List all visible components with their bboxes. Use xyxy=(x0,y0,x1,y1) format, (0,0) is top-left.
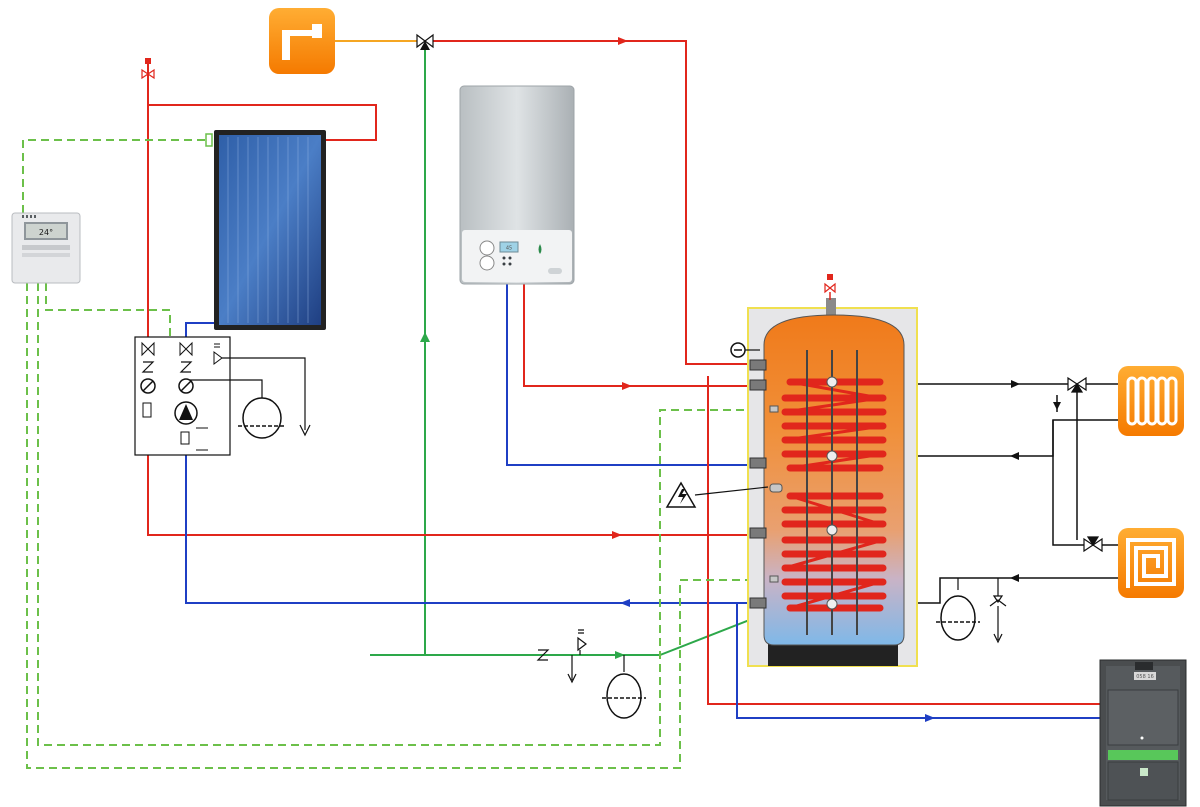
flow-arrow xyxy=(420,332,430,342)
faucet-icon[interactable] xyxy=(269,8,335,74)
flow-arrow xyxy=(618,37,628,45)
flow-arrow xyxy=(1010,574,1019,582)
solar-return-pipe xyxy=(185,322,770,604)
flow-arrow xyxy=(612,531,622,539)
solar-controller: 24° xyxy=(11,212,81,284)
stove-flow-pipe xyxy=(707,376,1100,705)
electric-heater-icon xyxy=(665,481,769,508)
stove-display: 058 16 xyxy=(1136,674,1154,680)
boiler-flow-pipe xyxy=(523,283,770,387)
boiler-return-pipe xyxy=(506,283,770,466)
solar-hot-pipe xyxy=(148,104,377,141)
bypass-pipe xyxy=(1052,420,1084,546)
storage-tank xyxy=(730,298,918,667)
solar-collector xyxy=(205,130,326,330)
controller-display: 24° xyxy=(39,228,53,237)
floor-mixing-valve xyxy=(1083,536,1103,553)
air-vent-valve xyxy=(141,58,155,80)
mains-to-tank-pipe xyxy=(425,611,771,656)
flow-arrow xyxy=(925,714,935,722)
pipe-network xyxy=(147,37,1118,722)
solar-pump-station xyxy=(134,336,311,456)
tank-air-vent xyxy=(824,274,836,300)
radiator-mixing-valve xyxy=(1067,376,1087,393)
solar-vent-pipe xyxy=(147,62,770,536)
underfloor-heating-icon[interactable] xyxy=(1118,528,1184,598)
gas-boiler: 45 xyxy=(459,85,575,285)
stove-return-pipe xyxy=(736,603,1100,719)
radiator-icon[interactable] xyxy=(1118,366,1184,436)
thermostatic-mixing-valve xyxy=(416,33,434,50)
solid-fuel-stove: 058 16 xyxy=(1099,659,1187,807)
mains-expansion-vessel xyxy=(602,673,646,719)
flow-arrow xyxy=(622,382,632,390)
flow-arrow xyxy=(1010,452,1019,460)
sensor-signal-lines xyxy=(22,139,770,769)
heating-safety-group xyxy=(957,578,1007,644)
boiler-display: 45 xyxy=(506,246,512,252)
flow-arrow xyxy=(615,651,625,659)
dhw-supply-pipe xyxy=(425,40,770,365)
flow-arrow xyxy=(1053,402,1061,410)
heating-expansion-vessel xyxy=(936,595,980,641)
mains-cold-pipe xyxy=(370,48,426,656)
flow-arrow xyxy=(1011,380,1020,388)
flow-arrow xyxy=(620,599,630,607)
mains-safety-group xyxy=(536,629,625,684)
solar-expansion-vessel xyxy=(238,397,284,439)
